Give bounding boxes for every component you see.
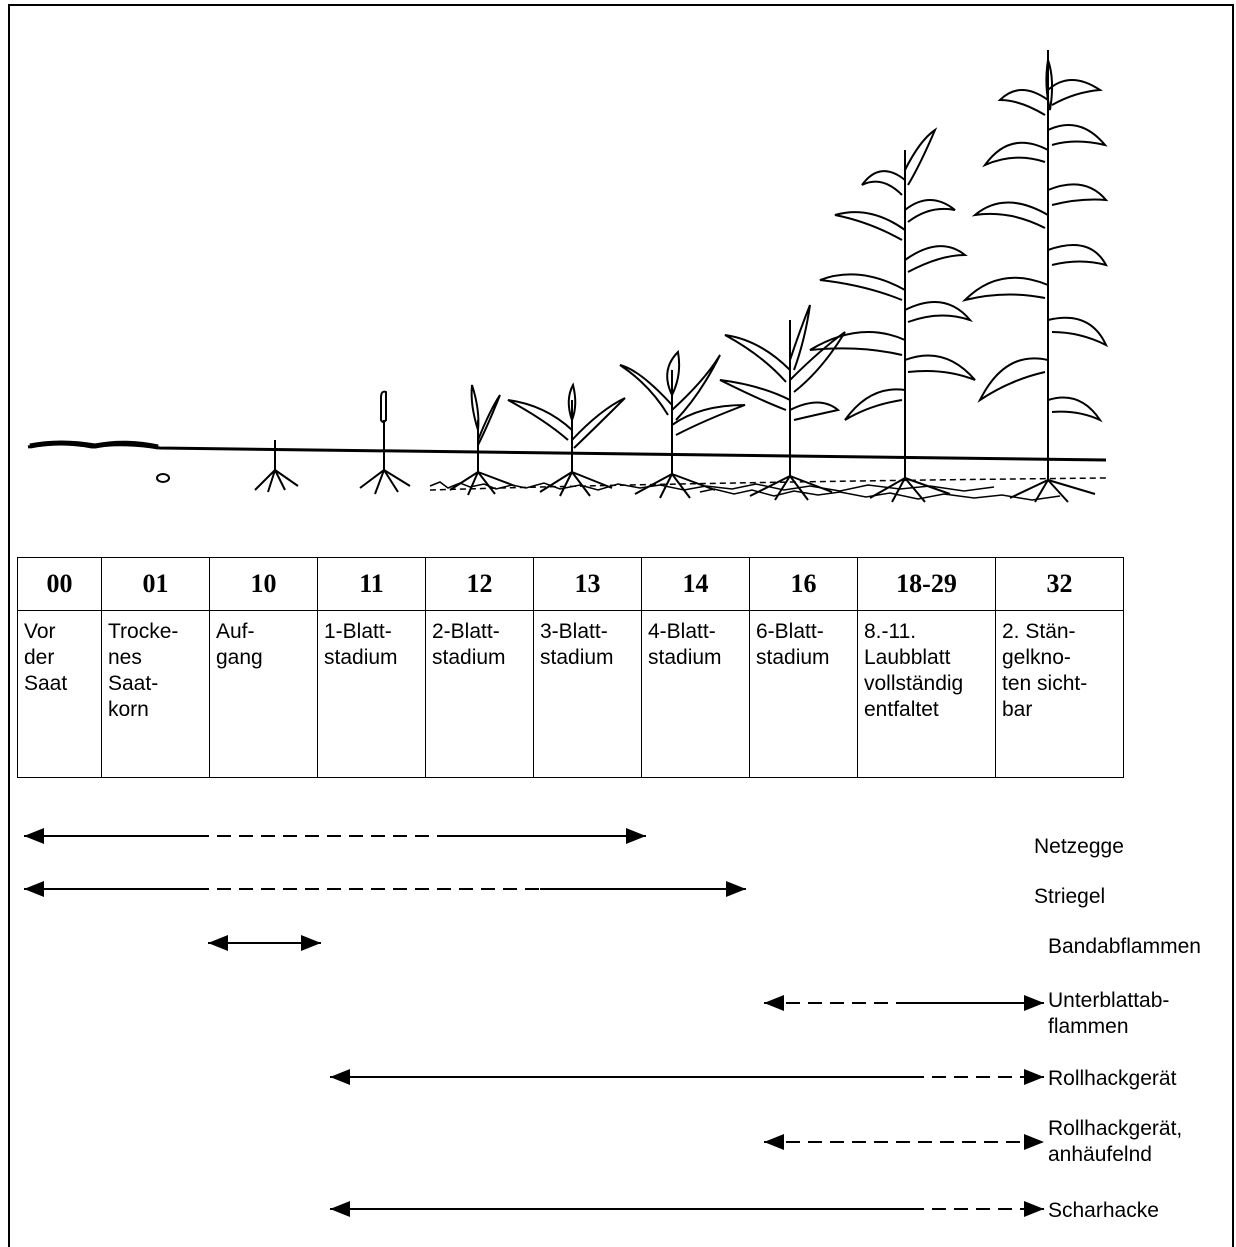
stage-code-row: 00 01 10 11 12 13 14 16 18-29 32 bbox=[17, 557, 1124, 611]
stage-code: 12 bbox=[425, 557, 534, 611]
stage-code: 11 bbox=[317, 557, 426, 611]
plant-stage-12-icon bbox=[449, 384, 516, 496]
stage-code: 13 bbox=[533, 557, 642, 611]
stage-table: 00 01 10 11 12 13 14 16 18-29 32 Vor der… bbox=[17, 557, 1124, 778]
stage-description: 2. Stän- gelkno- ten sicht- bar bbox=[995, 610, 1124, 778]
plant-stage-16-icon bbox=[719, 304, 846, 501]
stage-code: 10 bbox=[209, 557, 318, 611]
tool-label-rollhackgeraet-anhaeufelnd: Rollhackgerät, anhäufelnd bbox=[1048, 1117, 1183, 1166]
plant-stage-11-icon bbox=[359, 390, 411, 495]
tool-label-striegel: Striegel bbox=[1034, 885, 1106, 908]
tool-label-scharhacke: Scharhacke bbox=[1048, 1199, 1159, 1222]
stage-description: Vor der Saat bbox=[17, 610, 102, 778]
stage-code: 32 bbox=[995, 557, 1124, 611]
stage-code: 00 bbox=[17, 557, 102, 611]
ground-line bbox=[27, 440, 1107, 491]
seed-icon bbox=[156, 473, 170, 483]
stage-description: 6-Blatt- stadium bbox=[749, 610, 858, 778]
figure-frame bbox=[8, 4, 1234, 1247]
stage-code: 01 bbox=[101, 557, 210, 611]
stage-description: 4-Blatt- stadium bbox=[641, 610, 750, 778]
stage-code: 16 bbox=[749, 557, 858, 611]
stage-description: 1-Blatt- stadium bbox=[317, 610, 426, 778]
stage-description: 8.-11. Laubblatt vollständig entfaltet bbox=[857, 610, 996, 778]
tool-label-unterblattabflammen: Unterblattab- flammen bbox=[1048, 989, 1170, 1038]
soil-texture bbox=[429, 481, 1061, 501]
tool-label-bandabflammen: Bandabflammen bbox=[1048, 935, 1201, 958]
tool-label-netzegge: Netzegge bbox=[1034, 835, 1124, 858]
plant-stage-10-icon bbox=[254, 440, 299, 493]
stage-description: Trocke- nes Saat- korn bbox=[101, 610, 210, 778]
stage-description: 3-Blatt- stadium bbox=[533, 610, 642, 778]
stage-code: 14 bbox=[641, 557, 750, 611]
tool-label-rollhackgeraet: Rollhackgerät bbox=[1048, 1067, 1177, 1090]
stage-code: 18-29 bbox=[857, 557, 996, 611]
plant-stage-18-29-icon bbox=[809, 127, 976, 503]
plant-stage-32-icon bbox=[961, 50, 1109, 503]
plant-stage-13-icon bbox=[507, 382, 626, 497]
stage-description: Auf- gang bbox=[209, 610, 318, 778]
plant-stage-14-icon bbox=[619, 349, 746, 499]
stage-description-row: Vor der Saat Trocke- nes Saat- korn Auf-… bbox=[17, 610, 1124, 778]
stage-description: 2-Blatt- stadium bbox=[425, 610, 534, 778]
